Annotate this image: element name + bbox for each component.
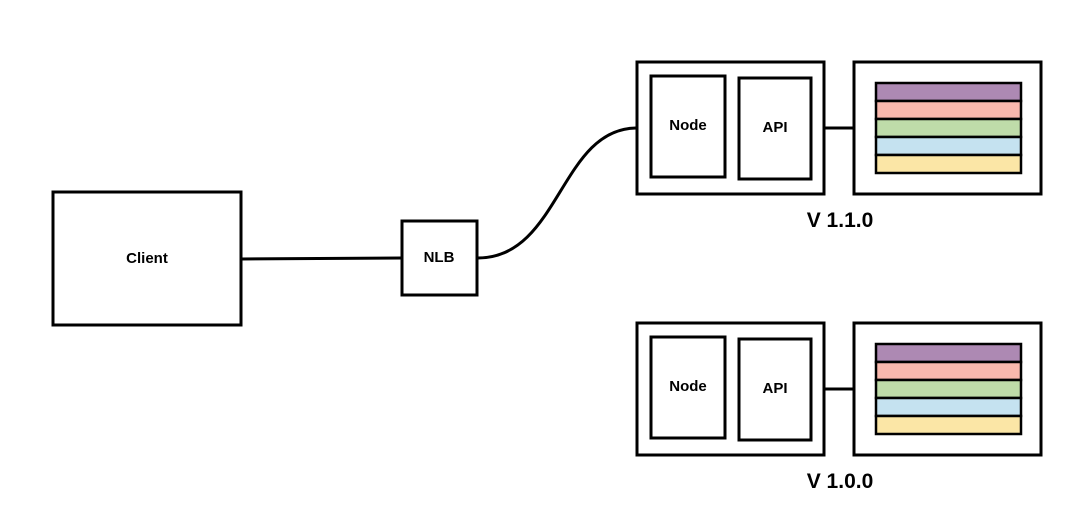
api-box <box>737 337 813 442</box>
client-label: Client <box>126 250 168 267</box>
nlb-label: NLB <box>424 249 455 266</box>
api-box <box>737 76 813 181</box>
api-label: API <box>762 380 787 397</box>
database-stripes <box>874 342 1023 436</box>
client-box <box>51 190 243 327</box>
database-stripe <box>874 378 1023 400</box>
database-stripe <box>874 360 1023 382</box>
api-label: API <box>762 119 787 136</box>
version-label: V 1.1.0 <box>807 209 874 232</box>
database-stripe <box>874 396 1023 418</box>
node-label: Node <box>669 378 707 395</box>
database-stripe <box>874 99 1023 121</box>
database-stripe <box>874 81 1023 103</box>
database-stripes <box>874 81 1023 175</box>
node-box <box>649 74 727 179</box>
nlb-deployment-link <box>477 126 638 260</box>
database-stripe <box>874 414 1023 436</box>
deployment-v1-0-0: Node API V 1.0.0 <box>635 321 1043 493</box>
nlb-box <box>400 219 479 297</box>
deployment-v1-1-0: Node API V 1.1.0 <box>635 60 1043 232</box>
client-nlb-link <box>240 256 403 261</box>
database-stripe <box>874 135 1023 157</box>
database-stripe <box>874 153 1023 175</box>
database-stripe <box>874 342 1023 364</box>
database-stripe <box>874 117 1023 139</box>
version-label: V 1.0.0 <box>807 470 874 493</box>
node-label: Node <box>669 117 707 134</box>
node-box <box>649 335 727 440</box>
